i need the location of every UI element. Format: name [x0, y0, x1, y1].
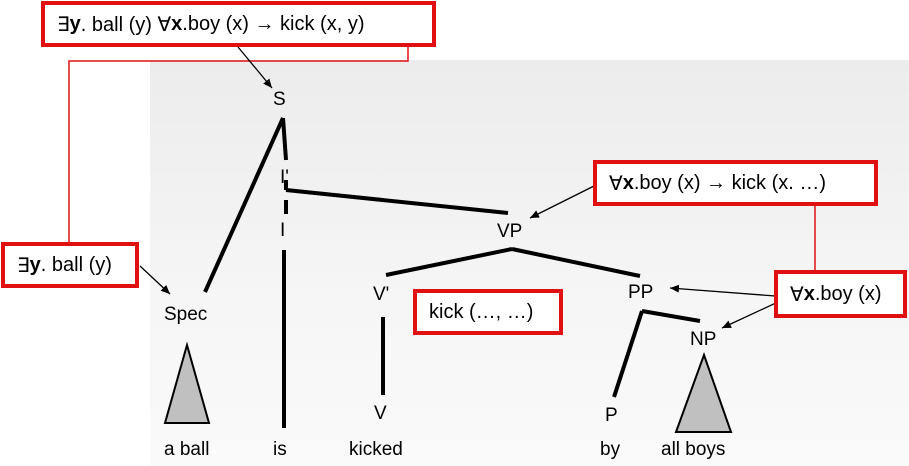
arrow-spec-formula-to-spec [139, 265, 171, 295]
node-spec: Spec [164, 304, 207, 325]
formula-verb-text: kick (…, …) [429, 300, 534, 323]
node-v: V [374, 403, 387, 424]
word-all-boys: all boys [661, 439, 725, 460]
exists-symbol: ∃ [17, 254, 30, 277]
edge-ibar-vp [285, 188, 509, 215]
node-i-bar: I' [280, 167, 289, 188]
formula-vp-rest: .boy (x) → kick (x. …) [633, 171, 827, 194]
exists-symbol: ∃ [57, 13, 70, 36]
arrow-np-formula-to-pp [669, 284, 776, 297]
arrow-np-formula-to-np [721, 301, 779, 329]
word-is: is [273, 439, 287, 460]
edge-pp-np [641, 309, 701, 323]
variable-y: y [69, 12, 81, 35]
word-a-ball: a ball [164, 439, 209, 460]
triangle-spec [163, 341, 211, 424]
edge-s-spec [203, 117, 285, 293]
forall-symbol: ∀ [609, 172, 623, 195]
formula-spec-rest: . ball (y) [40, 253, 112, 276]
formula-box-top: ∃y. ball (y) ∀x.boy (x) → kick (x, y) [41, 1, 436, 47]
formula-box-np: ∀x.boy (x) [774, 270, 907, 318]
variable-x: x [803, 282, 815, 305]
triangle-np [674, 352, 733, 433]
node-s: S [273, 89, 286, 110]
arrow-vp-formula-to-vp [529, 183, 599, 219]
node-i: I [280, 220, 285, 241]
word-by: by [600, 439, 621, 460]
node-pp: PP [628, 282, 653, 303]
formula-box-vp: ∀x.boy (x) → kick (x. …) [593, 160, 878, 206]
forall-symbol: ∀ [790, 283, 804, 306]
node-v-bar: V' [373, 284, 389, 305]
formula-box-spec: ∃y. ball (y) [1, 242, 139, 288]
node-vp: VP [497, 221, 522, 242]
formula-np-rest: .boy (x) [814, 282, 882, 305]
formula-top-rest: .boy (x) → kick (x, y) [182, 12, 365, 35]
node-np: NP [690, 329, 716, 350]
edge-vp-vbar [385, 247, 513, 277]
arrow-top-to-s [237, 46, 273, 89]
red-line-spec-to-top [68, 34, 412, 242]
word-kicked: kicked [349, 439, 403, 460]
variable-x: x [171, 12, 183, 35]
node-p: P [605, 405, 618, 426]
edge-s-ibar [281, 117, 288, 161]
edge-pp-p [612, 310, 644, 398]
edge-vp-pp [511, 247, 641, 278]
variable-y: y [29, 253, 41, 276]
formula-top-mid: . ball (y) ∀ [80, 13, 172, 36]
formula-box-verb: kick (…, …) [413, 289, 563, 335]
variable-x: x [622, 171, 634, 194]
